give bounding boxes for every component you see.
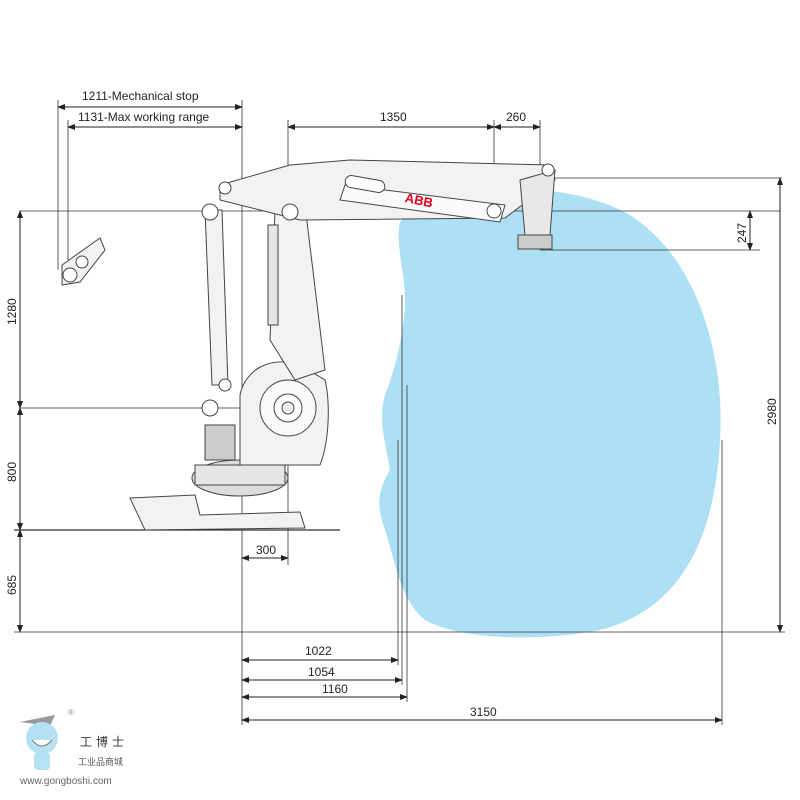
working-envelope [379,189,721,638]
label-1054: 1054 [308,665,335,679]
watermark-name: 工博士 [80,735,129,749]
dimension-arrows [17,104,783,723]
registered-mark: ® [68,708,74,717]
watermark-subtitle: 工业品商城 [78,757,124,767]
mascot-logo [20,715,58,770]
abb-logo: ABB [404,190,435,211]
label-300: 300 [256,543,276,557]
robot-drawing [61,159,556,531]
base-platform [129,494,306,531]
arm-slot [344,175,386,193]
label-685: 685 [5,575,19,595]
label-1160: 1160 [322,682,348,696]
label-1280: 1280 [5,298,19,325]
watermark-url: www.gongboshi.com [20,776,112,787]
label-3150: 3150 [470,705,497,719]
label-1022: 1022 [305,644,332,658]
label-1350: 1350 [380,110,407,124]
label-mechanical-stop: 1211-Mechanical stop [82,89,199,103]
label-max-working-range: 1131-Max working range [78,110,210,124]
label-800: 800 [5,462,19,482]
label-260: 260 [506,110,526,124]
axis-1-motor [204,424,236,461]
wrist [519,169,556,236]
label-247: 247 [735,223,749,243]
flange [517,234,553,250]
parallel-rod [204,209,229,386]
label-2980: 2980 [765,398,779,425]
